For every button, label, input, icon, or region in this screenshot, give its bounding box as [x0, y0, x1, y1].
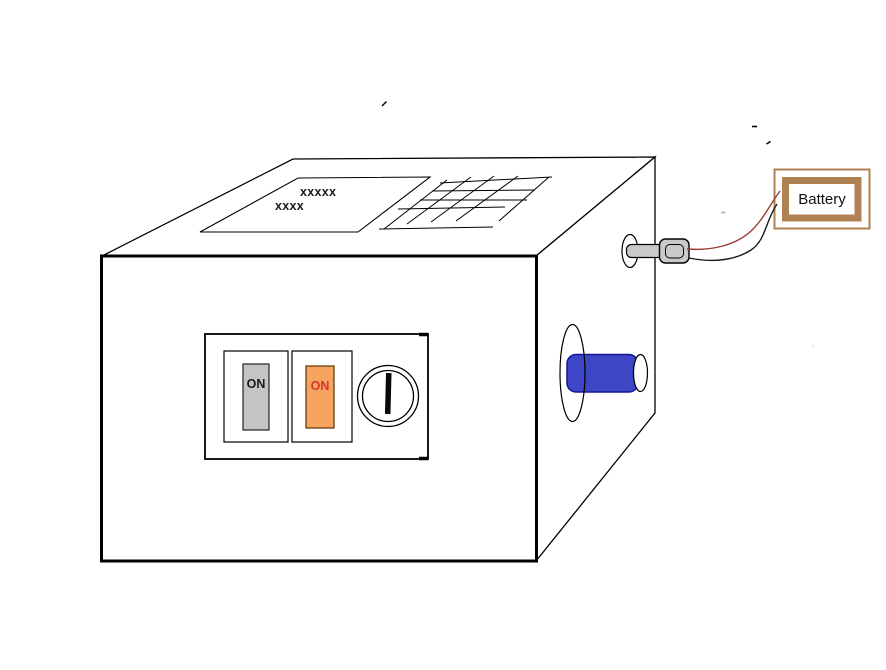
vent-grid: [378, 175, 553, 230]
knob-cylinder: [566, 353, 639, 393]
stray-mark-faint-dot: [811, 344, 815, 348]
switch-label-gray: ON: [247, 377, 266, 391]
top-plate-text-2: xxxx: [275, 199, 304, 213]
wire-black: [688, 203, 778, 262]
grid-line: [383, 179, 448, 230]
grid-line: [397, 206, 506, 210]
grid-line: [439, 176, 553, 184]
grid-line: [455, 175, 519, 222]
cable-connector-inner: [665, 244, 684, 259]
cable-connector: [658, 238, 690, 264]
knob-end-cap: [632, 353, 649, 393]
battery-label: Battery: [798, 191, 846, 208]
key-slot: [384, 372, 392, 415]
side-hole-ellipse: [559, 323, 586, 423]
grid-line: [431, 189, 536, 192]
stray-mark-dash-2: [766, 140, 771, 145]
grid-line: [498, 176, 550, 222]
key-switch-inner-ring: [361, 369, 415, 423]
grid-line: [430, 175, 495, 223]
cable-rod: [625, 243, 665, 259]
switch-rocker-orange: [305, 365, 335, 429]
wire-red: [686, 190, 781, 251]
switch-rocker-gray: [242, 363, 270, 431]
top-plate-text-1: xxxxx: [300, 185, 336, 199]
stray-mark-tick: [381, 101, 387, 107]
top-plate: [199, 176, 432, 233]
battery-inner-frame: [782, 177, 862, 222]
grid-line: [378, 226, 494, 230]
switch-label-orange: ON: [311, 379, 330, 393]
